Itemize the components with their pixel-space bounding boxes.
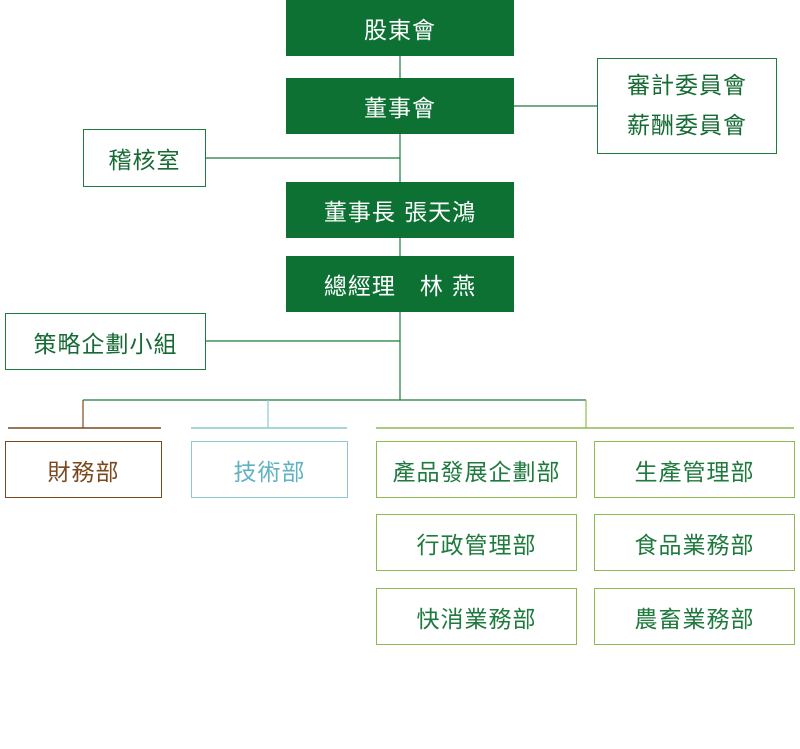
audit-committee-label: 審計委員會 xyxy=(627,73,747,99)
chairman-label: 董事長 張天鴻 xyxy=(323,200,477,226)
livestock-business-dept-box: 農畜業務部 xyxy=(594,588,795,645)
shareholders-label: 股東會 xyxy=(364,18,436,44)
committees-box: 審計委員會 薪酬委員會 xyxy=(597,58,777,154)
strategy-group-box: 策略企劃小組 xyxy=(5,313,206,370)
audit-office-label: 稽核室 xyxy=(108,148,181,174)
admin-dept-label: 行政管理部 xyxy=(416,532,537,559)
board-label: 董事會 xyxy=(364,96,436,122)
livestock-business-dept-label: 農畜業務部 xyxy=(634,606,755,633)
production-mgmt-dept-box: 生產管理部 xyxy=(594,441,795,498)
food-business-dept-label: 食品業務部 xyxy=(634,532,755,559)
board-box: 董事會 xyxy=(286,78,514,134)
tech-dept-box: 技術部 xyxy=(191,441,348,498)
compensation-committee-label: 薪酬委員會 xyxy=(627,113,747,139)
finance-dept-label: 財務部 xyxy=(47,459,120,486)
product-dev-dept-box: 產品發展企劃部 xyxy=(376,441,577,498)
production-mgmt-dept-label: 生產管理部 xyxy=(634,459,755,486)
general-manager-label: 總經理 林 燕 xyxy=(323,274,477,300)
chairman-box: 董事長 張天鴻 xyxy=(286,182,514,238)
strategy-group-label: 策略企劃小組 xyxy=(33,331,178,358)
food-business-dept-box: 食品業務部 xyxy=(594,514,795,571)
product-dev-dept-label: 產品發展企劃部 xyxy=(392,459,561,486)
general-manager-box: 總經理 林 燕 xyxy=(286,256,514,312)
admin-dept-box: 行政管理部 xyxy=(376,514,577,571)
tech-dept-label: 技術部 xyxy=(233,459,306,486)
audit-office-box: 稽核室 xyxy=(83,129,206,187)
fmcg-business-dept-box: 快消業務部 xyxy=(376,588,577,645)
fmcg-business-dept-label: 快消業務部 xyxy=(416,606,537,633)
finance-dept-box: 財務部 xyxy=(5,441,162,498)
shareholders-box: 股東會 xyxy=(286,0,514,56)
